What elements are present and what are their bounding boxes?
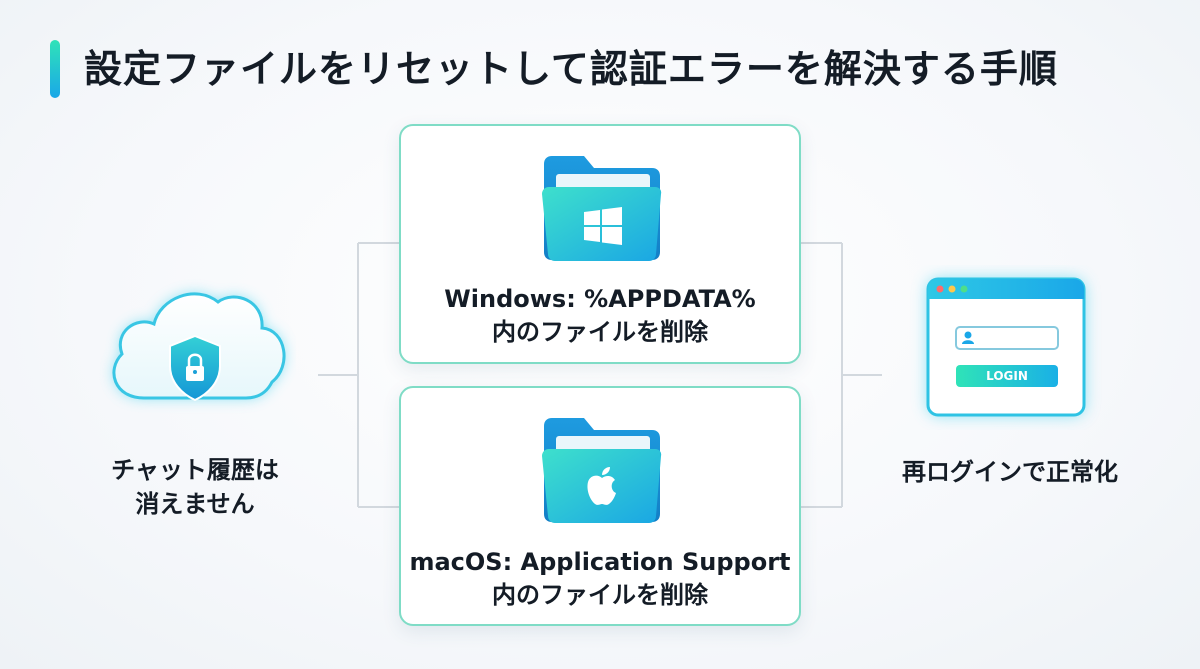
right-connector — [801, 242, 882, 508]
apple-folder-icon — [540, 416, 664, 530]
login-button — [956, 365, 1058, 387]
cloud-shield-lock-icon — [96, 270, 296, 424]
windows-folder-icon — [540, 154, 664, 268]
windows-step-path: Windows: %APPDATA% — [444, 285, 756, 313]
left-connector — [318, 242, 399, 508]
page-title: 設定ファイルをリセットして認証エラーを解決する手順 — [84, 47, 1058, 91]
macos-step-path: macOS: Application Support — [409, 548, 791, 576]
login-window-icon: LOGIN — [908, 265, 1108, 434]
login-button-label: LOGIN — [986, 369, 1028, 383]
macos-step-action: 内のファイルを削除 — [492, 581, 708, 609]
macos-step-card: macOS: Application Support 内のファイルを削除 — [399, 386, 801, 626]
left-caption-line2: 消えません — [135, 490, 255, 518]
windows-step-action: 内のファイルを削除 — [492, 318, 708, 346]
windows-step-card: Windows: %APPDATA% 内のファイルを削除 — [399, 124, 801, 364]
left-caption-line1: チャット履歴は — [111, 456, 279, 484]
right-caption: 再ログインで正常化 — [902, 458, 1118, 486]
title-accent-bar — [50, 40, 60, 98]
left-caption: チャット履歴は 消えません — [60, 453, 330, 521]
